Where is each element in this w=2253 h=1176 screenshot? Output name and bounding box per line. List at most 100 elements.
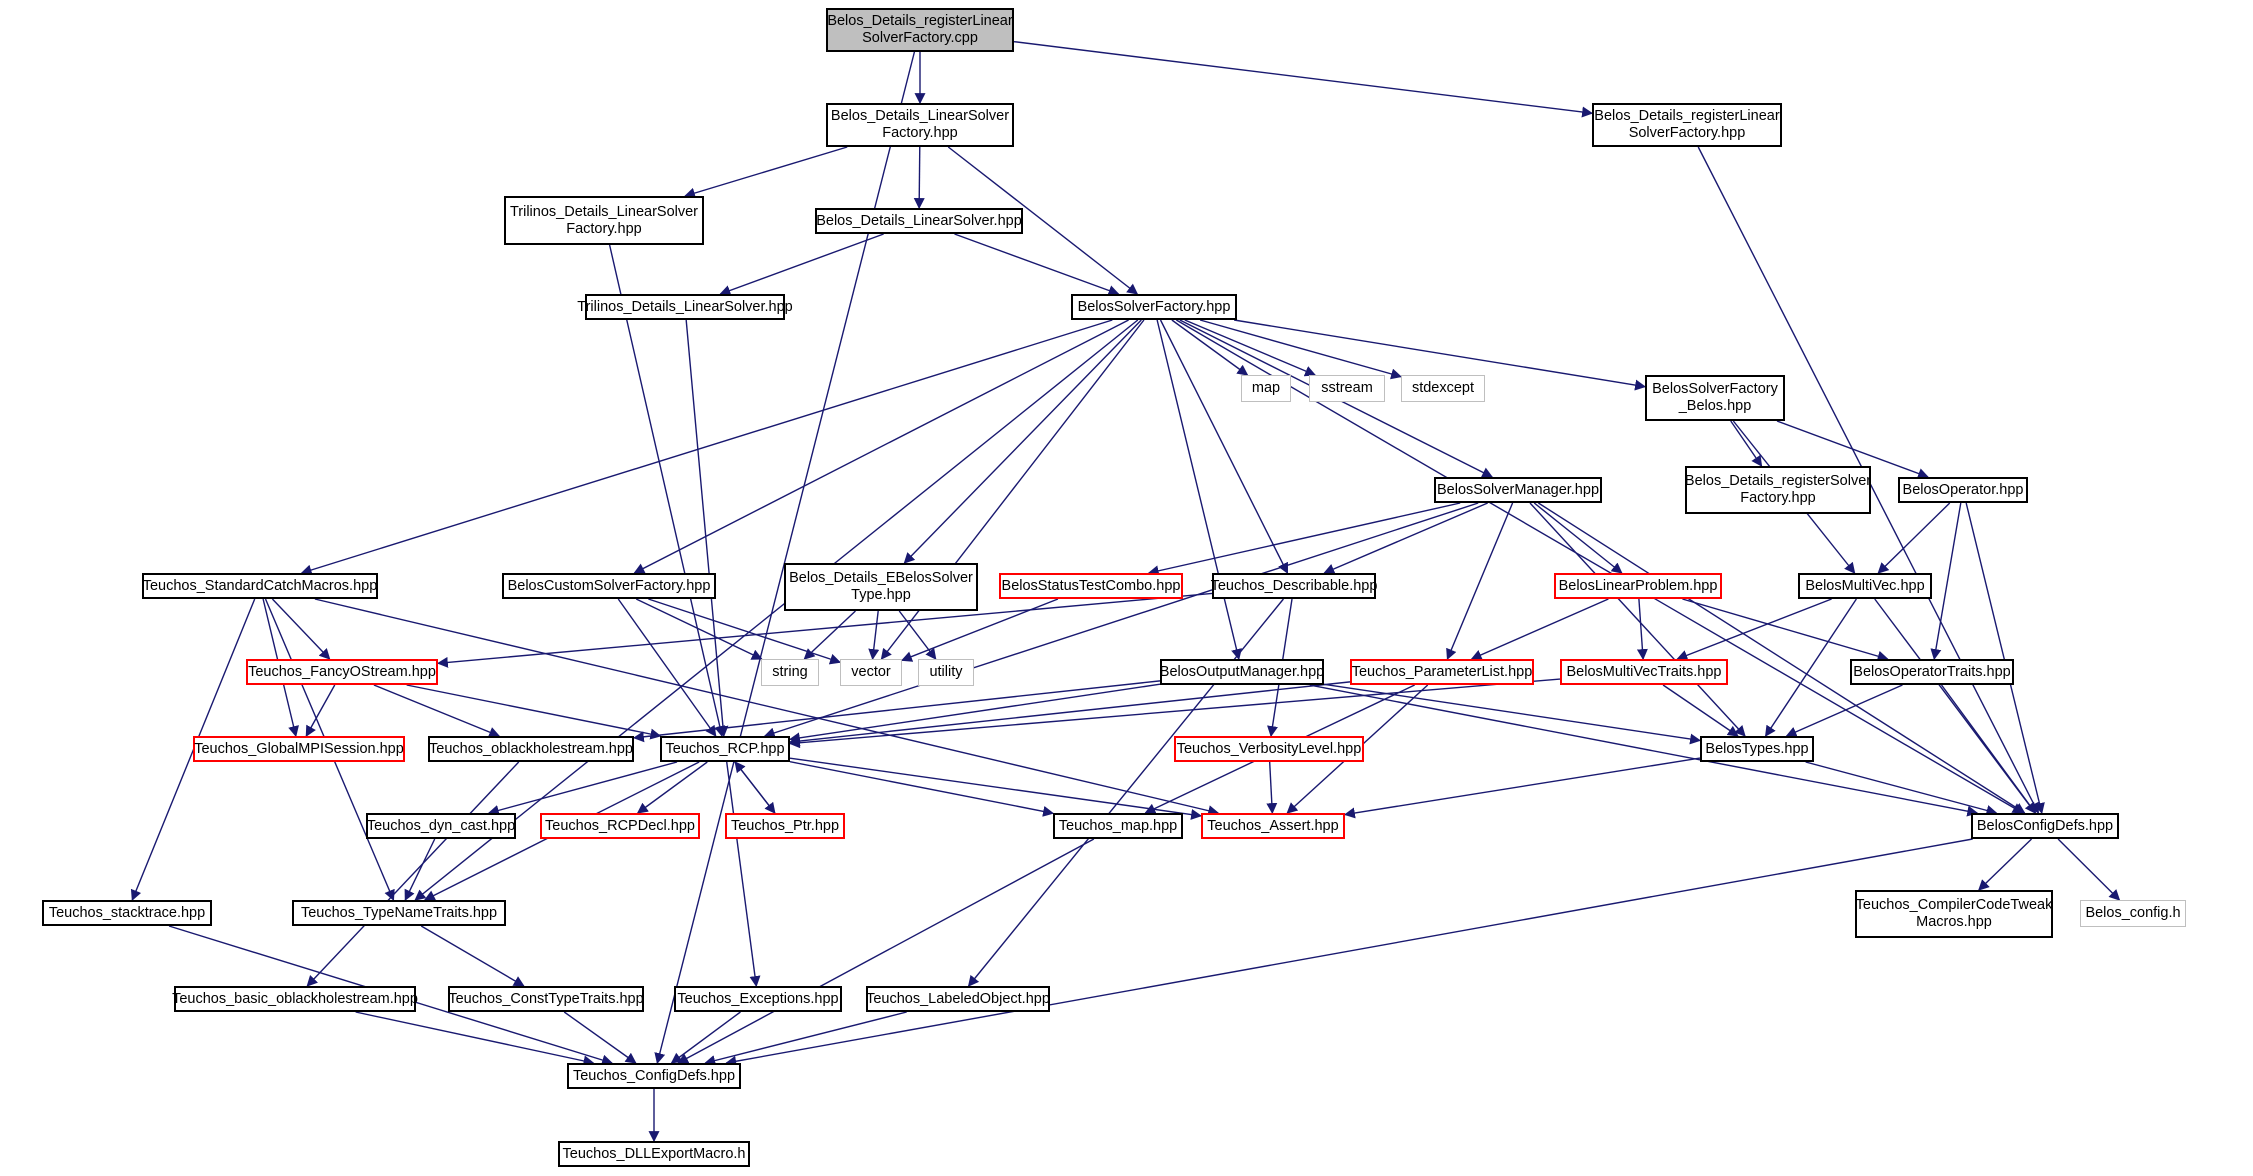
edge-solvermanager-to-rcp [763, 502, 1479, 739]
node-statustest[interactable]: BelosStatusTestCombo.hpp [999, 573, 1183, 599]
node-labeled[interactable]: Teuchos_LabeledObject.hpp [866, 986, 1050, 1012]
node-map[interactable]: map [1241, 375, 1291, 402]
edge-solvermanager-to-statustest [1147, 502, 1461, 577]
node-ptr[interactable]: Teuchos_Ptr.hpp [725, 813, 845, 839]
node-tweak[interactable]: Teuchos_CompilerCodeTweak Macros.hpp [1855, 890, 2053, 938]
edge-rcp-to-tmap [789, 761, 1055, 817]
node-optraits[interactable]: BelosOperatorTraits.hpp [1850, 659, 2014, 685]
node-ebelos[interactable]: Belos_Details_EBelosSolver Type.hpp [784, 563, 978, 611]
edge-tri_factory-to-rcp [608, 244, 726, 738]
node-fancyostream[interactable]: Teuchos_FancyOStream.hpp [246, 659, 438, 685]
node-multivec[interactable]: BelosMultiVec.hpp [1798, 573, 1932, 599]
edge-fancyostream-to-rcp [406, 684, 662, 740]
edge-solverfactory-to-sstream [1184, 319, 1317, 377]
node-tri-factory[interactable]: Trilinos_Details_LinearSolver Factory.hp… [504, 196, 704, 245]
node-typename[interactable]: Teuchos_TypeNameTraits.hpp [292, 900, 506, 926]
edge-optraits-to-configdefs [1940, 684, 2037, 814]
edge-outputmgr-to-rcp [788, 683, 1161, 744]
node-mvtraits[interactable]: BelosMultiVecTraits.hpp [1560, 659, 1728, 685]
node-b-linsolver[interactable]: Belos_Details_LinearSolver.hpp [815, 208, 1023, 234]
node-sf-belos[interactable]: BelosSolverFactory _Belos.hpp [1645, 375, 1785, 421]
node-tri-linsolver[interactable]: Trilinos_Details_LinearSolver.hpp [577, 294, 793, 320]
node-vector[interactable]: vector [840, 659, 902, 686]
node-stdexcept[interactable]: stdexcept [1401, 375, 1485, 402]
node-rcp[interactable]: Teuchos_RCP.hpp [660, 736, 790, 762]
node-reg-solver[interactable]: Belos_Details_registerSolver Factory.hpp [1685, 466, 1871, 514]
node-consttype[interactable]: Teuchos_ConstTypeTraits.hpp [448, 986, 644, 1012]
edge-solverfactory-to-outputmgr [1156, 319, 1242, 661]
node-solverfactory[interactable]: BelosSolverFactory.hpp [1071, 294, 1237, 320]
edge-outputmgr-to-oblackhole [632, 680, 1161, 743]
edge-verbosity-to-assert [1266, 761, 1278, 815]
node-belostypes[interactable]: BelosTypes.hpp [1700, 736, 1814, 762]
node-belosconfig[interactable]: Belos_config.h [2080, 900, 2186, 927]
node-verbosity[interactable]: Teuchos_VerbosityLevel.hpp [1174, 736, 1364, 762]
edge-solvermanager-to-belostypes [1529, 502, 1746, 737]
node-rcpdecl[interactable]: Teuchos_RCPDecl.hpp [540, 813, 700, 839]
edge-belostypes-to-assert [1343, 757, 1701, 819]
node-outputmgr[interactable]: BelosOutputManager.hpp [1160, 659, 1324, 685]
edge-consttype-to-tconfigdefs [563, 1011, 637, 1064]
edge-linproblem-to-optraits [1682, 598, 1889, 662]
node-tmap[interactable]: Teuchos_map.hpp [1053, 813, 1183, 839]
node-assert[interactable]: Teuchos_Assert.hpp [1201, 813, 1345, 839]
edge-b_linsolver-to-tri_linsolver [719, 233, 884, 296]
node-operator[interactable]: BelosOperator.hpp [1898, 477, 2028, 503]
edge-optraits-to-belostypes [1785, 684, 1903, 738]
node-customsf[interactable]: BelosCustomSolverFactory.hpp [502, 573, 716, 599]
edge-basicoblack-to-tconfigdefs [355, 1011, 595, 1067]
node-oblackhole[interactable]: Teuchos_oblackholestream.hpp [428, 736, 634, 762]
edge-tri_linsolver-to-rcp [685, 319, 729, 738]
node-solvermanager[interactable]: BelosSolverManager.hpp [1434, 477, 1602, 503]
node-string[interactable]: string [761, 659, 819, 686]
edge-rcp-to-rcpdecl [636, 761, 708, 814]
node-dllexport[interactable]: Teuchos_DLLExportMacro.h [558, 1141, 750, 1167]
edge-describable-to-fancyostream [436, 592, 1213, 668]
node-exceptions[interactable]: Teuchos_Exceptions.hpp [674, 986, 842, 1012]
node-catchmacros[interactable]: Teuchos_StandardCatchMacros.hpp [142, 573, 378, 599]
edge-ebelos-to-utility [898, 610, 937, 660]
edge-exceptions-to-tconfigdefs [670, 1011, 741, 1064]
node-stacktrace[interactable]: Teuchos_stacktrace.hpp [42, 900, 212, 926]
edge-multivec-to-mvtraits [1676, 598, 1832, 661]
edge-configdefs-to-belosconfig [2057, 838, 2121, 901]
edge-rcp-to-exceptions [726, 761, 761, 988]
edge-operator-to-optraits [1930, 502, 1962, 661]
node-describable[interactable]: Teuchos_Describable.hpp [1211, 573, 1377, 599]
node-basicoblack[interactable]: Teuchos_basic_oblackholestream.hpp [172, 986, 418, 1012]
edge-mvtraits-to-belostypes [1662, 684, 1739, 737]
edge-linproblem-to-mvtraits [1636, 598, 1648, 661]
edge-configdefs-to-tconfigdefs [725, 838, 1973, 1067]
node-root: Belos_Details_registerLinear SolverFacto… [826, 8, 1014, 52]
edge-solverfactory-to-customsf [633, 319, 1129, 574]
edge-fancyostream-to-oblackhole [373, 684, 501, 738]
node-dyncast[interactable]: Teuchos_dyn_cast.hpp [366, 813, 516, 839]
node-ls-factory[interactable]: Belos_Details_LinearSolver Factory.hpp [826, 103, 1014, 147]
edge-mvtraits-to-rcp [788, 678, 1561, 749]
node-mpisession[interactable]: Teuchos_GlobalMPISession.hpp [193, 736, 405, 762]
edge-solverfactory-to-ebelos [903, 319, 1142, 564]
edge-root-to-reg_hpp [1013, 40, 1594, 118]
node-reg-hpp[interactable]: Belos_Details_registerLinear SolverFacto… [1592, 103, 1782, 147]
edge-ebelos-to-string [803, 610, 856, 660]
node-utility[interactable]: utility [918, 659, 974, 686]
edge-ebelos-to-vector [868, 610, 880, 661]
node-sstream[interactable]: sstream [1309, 375, 1385, 402]
edge-solverfactory-to-configdefs [1175, 319, 2024, 814]
edge-ptr-to-rcp [734, 761, 776, 814]
edge-rcp-to-assert [789, 757, 1203, 820]
node-linproblem[interactable]: BelosLinearProblem.hpp [1554, 573, 1722, 599]
edge-outputmgr-to-configdefs [1309, 684, 1979, 817]
edge-solverfactory-to-catchmacros [300, 319, 1113, 576]
edge-labeled-to-tconfigdefs [704, 1011, 907, 1066]
edge-b_linsolver-to-solverfactory [954, 233, 1120, 296]
edge-solverfactory-to-map [1171, 319, 1249, 376]
edge-dyncast-to-typename [404, 838, 436, 901]
node-tconfigdefs[interactable]: Teuchos_ConfigDefs.hpp [567, 1063, 741, 1089]
node-configdefs[interactable]: BelosConfigDefs.hpp [1971, 813, 2119, 839]
node-paramlist[interactable]: Teuchos_ParameterList.hpp [1350, 659, 1534, 685]
edge-ls_factory-to-solverfactory [947, 146, 1139, 295]
edge-solvermanager-to-configdefs [1538, 502, 2026, 814]
edge-belostypes-to-configdefs [1805, 761, 1998, 816]
